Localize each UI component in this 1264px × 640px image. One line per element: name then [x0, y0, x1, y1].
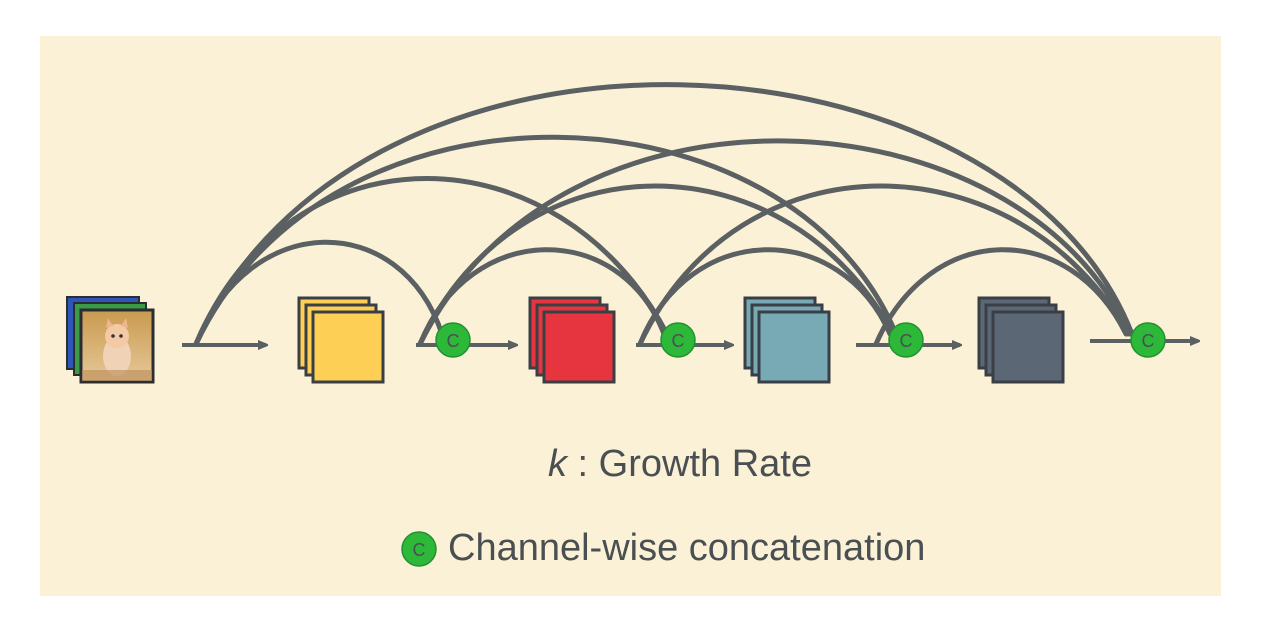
feature-block-4: [977, 296, 1065, 384]
concat-node-1: C: [435, 322, 471, 358]
legend-label: Channel-wise concatenation: [448, 527, 926, 569]
concat-node-3: C: [888, 322, 924, 358]
concat-node-label: C: [447, 331, 460, 351]
legend-concat-symbol: C: [413, 540, 426, 560]
growth-rate-symbol: k: [548, 443, 567, 485]
concat-node-2: C: [660, 322, 696, 358]
growth-rate-text: : Growth Rate: [567, 443, 812, 485]
skip-connections: [193, 82, 1135, 347]
arc-b2-to-c4: [637, 183, 1131, 347]
arc-b1-to-c4: [417, 138, 1133, 347]
legend-concat-icon: C: [401, 531, 437, 567]
feature-block-2: [528, 296, 616, 384]
arc-input-to-c3: [193, 134, 899, 347]
feature-block-1: [297, 296, 385, 384]
input-image-stack-icon: [66, 296, 155, 384]
concat-node-4: C: [1130, 322, 1166, 358]
concat-node-label: C: [672, 331, 685, 351]
arc-b3-to-c4: [873, 247, 1129, 347]
growth-rate-label: k : Growth Rate: [548, 441, 812, 487]
feature-block-3: [743, 296, 831, 384]
concat-node-label: C: [1142, 331, 1155, 351]
arc-input-to-c4: [193, 82, 1135, 347]
concat-node-label: C: [900, 331, 913, 351]
